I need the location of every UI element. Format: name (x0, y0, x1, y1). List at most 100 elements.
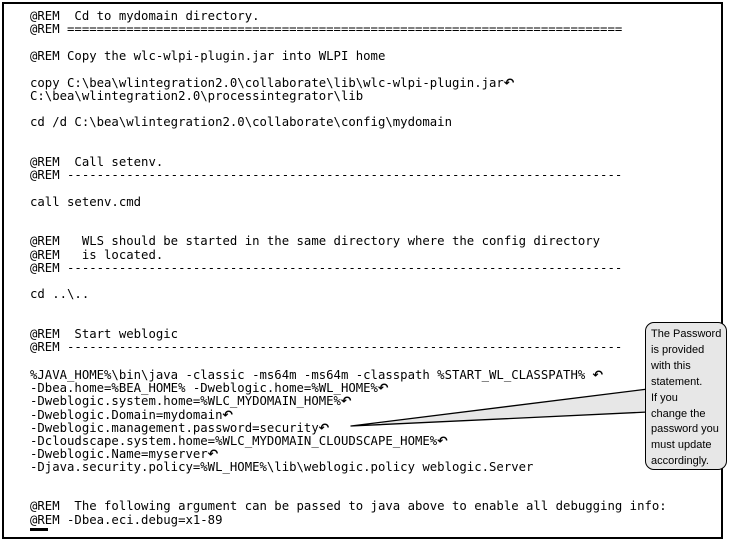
code-line: @REM Start weblogic (30, 327, 667, 341)
code-line: @REM -----------------------------------… (30, 260, 667, 275)
code-text: @REM WLS should be started in the same d… (30, 234, 601, 249)
code-text (30, 354, 37, 368)
code-text: @REM Cd to mydomain directory. (30, 9, 260, 23)
callout-line: change the (651, 407, 706, 420)
code-line: @REM Cd to mydomain directory. (30, 9, 667, 23)
code-text: @REM Call setenv. (30, 154, 164, 169)
code-text: @REM The following argument can be passe… (30, 499, 667, 514)
code-text (30, 62, 37, 76)
code-line (30, 355, 667, 368)
code-text (30, 142, 37, 156)
code-line: cd /d C:\bea\wlintegration2.0\collaborat… (30, 115, 667, 129)
code-text: copy C:\bea\wlintegration2.0\collaborate… (30, 76, 504, 91)
code-text: @REM -Dbea.eci.debug=x1-89 (30, 512, 223, 527)
code-line: @REM -----------------------------------… (30, 341, 667, 354)
code-text (30, 181, 37, 195)
callout-note: The Password is provided with this statemen… (645, 322, 727, 470)
code-line: -Dweblogic.Domain=mydomain↶ (30, 406, 667, 422)
code-line: -Dbea.home=%BEA_HOME% -Dweblogic.home=%W… (30, 380, 667, 395)
code-line: @REM is located. (30, 247, 667, 262)
code-text (30, 36, 37, 50)
code-line: call setenv.cmd (30, 194, 667, 209)
callout-line: accordingly. (651, 455, 709, 468)
document-page-border: @REM Cd to mydomain directory.@REM =====… (2, 2, 727, 539)
code-text: @REM Copy the wlc-wlpi-plugin.jar into W… (30, 48, 386, 63)
code-text: -Dcloudscape.system.home=%WLC_MYDOMAIN_C… (30, 434, 438, 448)
code-text: call setenv.cmd (30, 194, 142, 209)
code-line: @REM ===================================… (30, 23, 667, 36)
code-text (30, 274, 37, 288)
code-text (30, 208, 37, 222)
code-line (30, 474, 667, 487)
code-text: -Dweblogic.Name=myserver (30, 447, 208, 462)
code-line (30, 222, 667, 235)
callout-line: with this (651, 359, 691, 372)
code-line (30, 275, 667, 288)
code-line: @REM -----------------------------------… (30, 168, 667, 182)
callout-line: is provided (651, 343, 705, 356)
code-line (30, 487, 667, 500)
line-continuation-arrow-icon: ↶ (318, 419, 330, 435)
code-text: @REM Start weblogic (30, 327, 179, 341)
code-line: %JAVA_HOME%\bin\java -classic -ms64m -ms… (30, 366, 667, 382)
code-line (30, 129, 667, 142)
line-continuation-arrow-icon: ↶ (592, 366, 604, 382)
code-line: -Dcloudscape.system.home=%WLC_MYDOMAIN_C… (30, 433, 667, 448)
code-text: -Dbea.home=%BEA_HOME% -Dweblogic.home=%W… (30, 381, 378, 395)
code-line (30, 182, 667, 195)
callout-line: password you (651, 423, 719, 436)
code-text: %JAVA_HOME%\bin\java -classic -ms64m -ms… (30, 367, 593, 382)
code-line: -Dweblogic.system.home=%WLC_MYDOMAIN_HOM… (30, 393, 667, 409)
code-line (30, 37, 667, 50)
code-line: @REM Copy the wlc-wlpi-plugin.jar into W… (30, 48, 667, 63)
code-line (30, 103, 667, 116)
batch-script-code: @REM Cd to mydomain directory.@REM =====… (30, 9, 667, 527)
code-line: cd ..\.. (30, 288, 667, 301)
code-text: @REM ===================================… (30, 22, 623, 37)
code-text (30, 301, 37, 315)
code-text (30, 314, 37, 328)
code-line: -Dweblogic.management.password=security↶ (30, 419, 667, 435)
code-line: -Dweblogic.Name=myserver↶ (30, 446, 667, 462)
code-line (30, 302, 667, 315)
code-line: copy C:\bea\wlintegration2.0\collaborate… (30, 75, 667, 91)
code-line: @REM Call setenv. (30, 154, 667, 169)
line-continuation-arrow-icon: ↶ (377, 380, 389, 395)
code-text: @REM is located. (30, 247, 164, 262)
code-text: @REM -----------------------------------… (30, 260, 623, 275)
code-line: @REM WLS should be started in the same d… (30, 235, 667, 248)
code-text: @REM -----------------------------------… (30, 168, 623, 182)
code-text (30, 221, 37, 235)
line-continuation-arrow-icon: ↶ (207, 446, 219, 462)
code-line (30, 143, 667, 156)
code-text: -Djava.security.policy=%WL_HOME%\lib\web… (30, 459, 534, 474)
line-continuation-arrow-icon: ↶ (437, 433, 448, 448)
code-text: cd /d C:\bea\wlintegration2.0\collaborat… (30, 115, 452, 129)
code-line: C:\bea\wlintegration2.0\processintegrato… (30, 88, 667, 103)
code-text: -Dweblogic.system.home=%WLC_MYDOMAIN_HOM… (30, 394, 341, 409)
code-text: C:\bea\wlintegration2.0\processintegrato… (30, 88, 364, 103)
code-line: @REM -Dbea.eci.debug=x1-89 (30, 512, 667, 527)
code-line (30, 315, 667, 328)
code-text (30, 473, 37, 487)
line-continuation-arrow-icon: ↶ (340, 393, 352, 409)
callout-pointer-tail (350, 388, 649, 427)
code-line: @REM The following argument can be passe… (30, 500, 667, 513)
code-line: -Djava.security.policy=%WL_HOME%\lib\web… (30, 459, 667, 474)
code-text: -Dweblogic.management.password=security (30, 420, 319, 435)
code-line (30, 63, 667, 76)
callout-line: The Password (651, 328, 722, 340)
callout-line: must update (651, 439, 712, 452)
code-text (30, 128, 37, 142)
callout-line: statement. (651, 375, 703, 388)
line-continuation-arrow-icon: ↶ (222, 406, 233, 422)
code-text: @REM -----------------------------------… (30, 340, 623, 355)
line-continuation-arrow-icon: ↶ (503, 75, 515, 91)
code-text (30, 486, 37, 500)
code-text (30, 102, 37, 116)
callout-line: If you (651, 391, 678, 404)
code-text: cd ..\.. (30, 287, 90, 302)
code-line (30, 209, 667, 222)
code-text: -Dweblogic.Domain=mydomain (30, 407, 223, 422)
